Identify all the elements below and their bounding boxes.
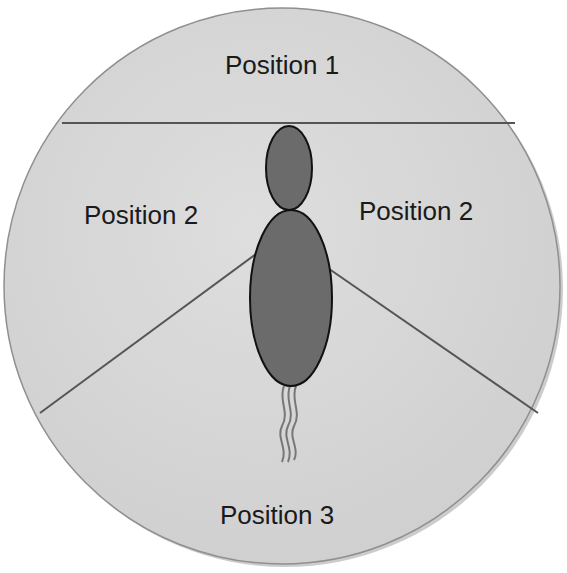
position-label: Position 1 <box>225 50 339 81</box>
zone-divider <box>62 122 515 124</box>
body <box>250 210 332 386</box>
zone-divider <box>322 264 538 413</box>
tail <box>280 386 297 462</box>
position-label: Position 3 <box>220 500 334 531</box>
zone-divider <box>40 254 256 413</box>
position-label: Position 2 <box>359 196 473 227</box>
field-disc <box>4 8 560 564</box>
head <box>266 126 312 210</box>
position-label: Position 2 <box>84 200 198 231</box>
